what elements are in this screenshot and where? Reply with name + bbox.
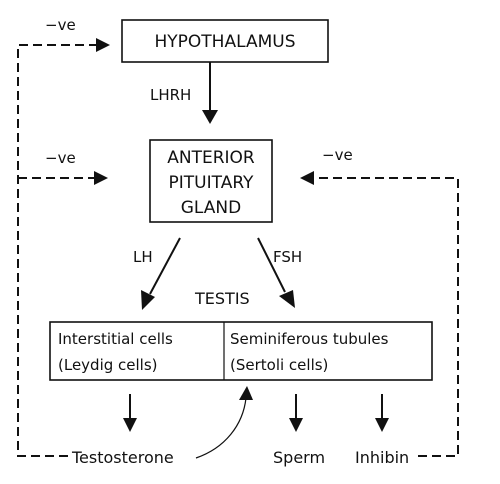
- hypothalamus-label: HYPOTHALAMUS: [155, 32, 296, 52]
- lh-label: LH: [133, 248, 153, 266]
- testosterone-arrowhead: [123, 418, 137, 432]
- lh-arrowhead: [141, 290, 155, 310]
- interstitial-line-1: Interstitial cells: [58, 330, 173, 348]
- testis-box: [49, 321, 433, 381]
- testosterone-to-sertoli-arrowhead: [239, 386, 253, 400]
- inhibin-feedback-line: [312, 177, 459, 457]
- seminiferous-line-1: Seminiferous tubules: [230, 330, 389, 348]
- lh-arrow: [149, 237, 181, 295]
- feedback-to-pituitary-left-arrowhead: [94, 171, 108, 185]
- neg-feedback-label-inhibin: −ve: [322, 146, 353, 164]
- feedback-to-pituitary-right-arrowhead: [300, 171, 314, 185]
- anterior-pituitary-line-2: PITUITARY: [169, 173, 255, 193]
- lhrh-arrowhead: [202, 110, 218, 124]
- testosterone-label: Testosterone: [71, 448, 174, 467]
- testosterone-feedback-line: [17, 44, 98, 457]
- testis-label: TESTIS: [194, 289, 250, 308]
- anterior-pituitary-box: [149, 139, 273, 223]
- feedback-to-hypothalamus-arrowhead: [96, 38, 110, 52]
- fsh-label: FSH: [273, 248, 302, 266]
- testosterone-to-sertoli-curve: [195, 397, 247, 459]
- neg-feedback-label-hypothalamus: −ve: [45, 16, 76, 34]
- seminiferous-line-2: (Sertoli cells): [230, 356, 328, 374]
- hypothalamus-box: [121, 19, 329, 63]
- sperm-label: Sperm: [273, 448, 325, 467]
- inhibin-arrowhead: [375, 418, 389, 432]
- inhibin-label: Inhibin: [355, 448, 409, 467]
- sperm-arrowhead: [289, 418, 303, 432]
- fsh-arrow: [257, 237, 286, 293]
- neg-feedback-label-pituitary-left: −ve: [45, 149, 76, 167]
- fsh-arrowhead: [279, 290, 295, 308]
- lhrh-label: LHRH: [150, 86, 191, 104]
- anterior-pituitary-line-3: GLAND: [181, 198, 241, 218]
- anterior-pituitary-line-1: ANTERIOR: [167, 148, 255, 168]
- interstitial-line-2: (Leydig cells): [58, 356, 158, 374]
